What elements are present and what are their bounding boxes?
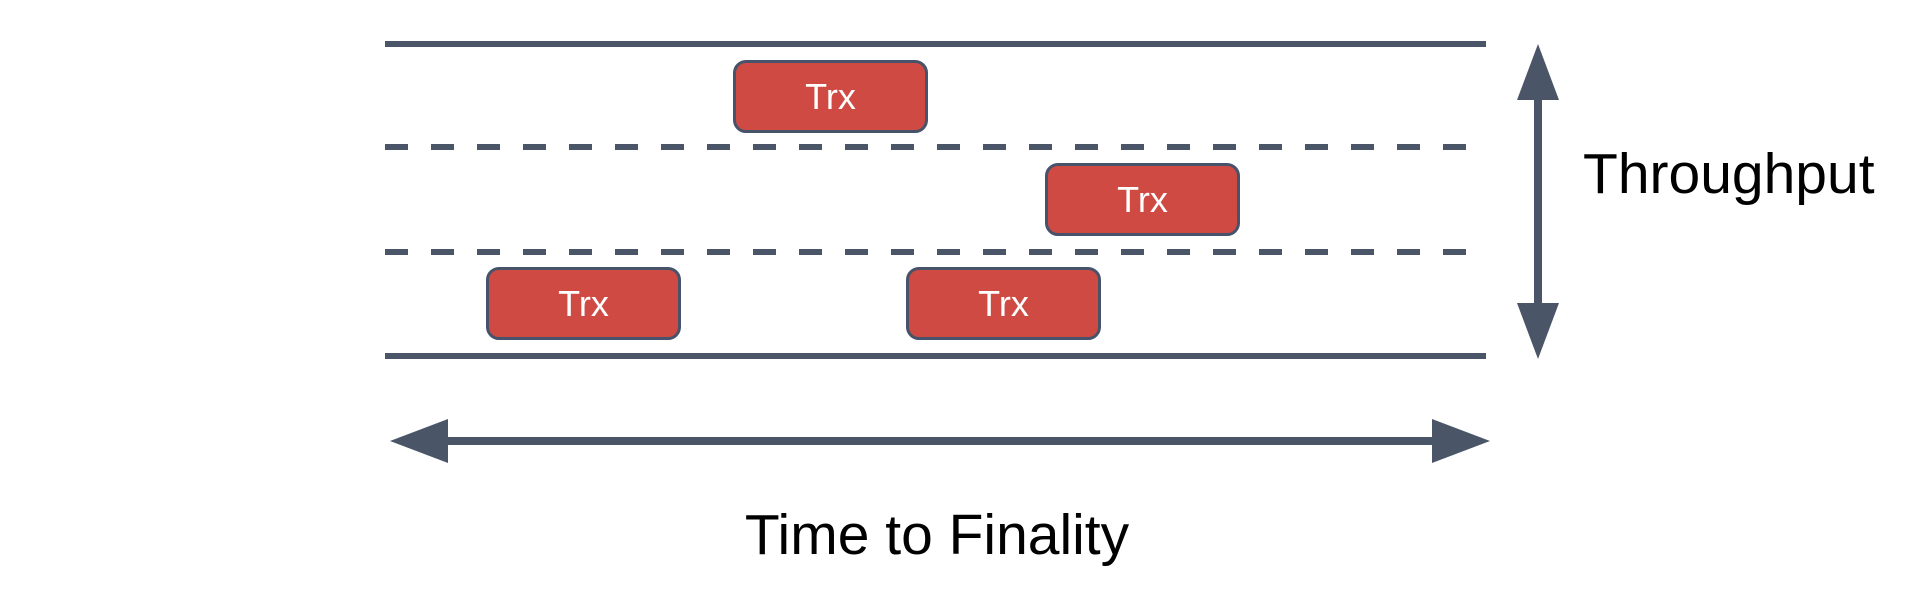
throughput-double-arrow-icon	[1517, 44, 1559, 359]
throughput-label: Throughput	[1583, 142, 1875, 206]
trx-label: Trx	[805, 75, 856, 117]
trx-box-bottom-lane-right: Trx	[906, 267, 1101, 340]
lane-divider-1	[385, 144, 1486, 150]
time-to-finality-double-arrow-icon	[390, 419, 1490, 463]
trx-label: Trx	[1117, 178, 1168, 220]
road-top-edge	[385, 41, 1486, 47]
trx-label: Trx	[978, 282, 1029, 324]
trx-box-top-lane: Trx	[733, 60, 928, 133]
trx-box-bottom-lane-left: Trx	[486, 267, 681, 340]
time-to-finality-label: Time to Finality	[744, 503, 1130, 567]
lane-divider-2	[385, 249, 1486, 255]
road-bottom-edge	[385, 353, 1486, 359]
trx-label: Trx	[558, 282, 609, 324]
trx-box-middle-lane: Trx	[1045, 163, 1240, 236]
